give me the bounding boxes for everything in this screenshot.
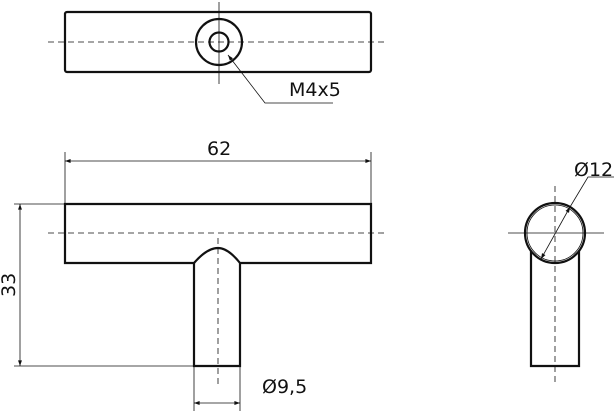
- thread-leader: [227, 54, 333, 104]
- thread-hole: [208, 31, 230, 53]
- stem-outline: [192, 263, 242, 368]
- stem-diameter-label: Ø9,5: [262, 376, 307, 398]
- bar-diameter-leader: [569, 176, 614, 208]
- bar-front-outline: [63, 202, 373, 265]
- boss-circle: [194, 17, 244, 67]
- top-view: M4x5: [48, 2, 388, 104]
- side-view: Ø12: [508, 159, 614, 385]
- height-label: 33: [0, 273, 20, 297]
- length-label: 62: [207, 138, 231, 160]
- bar-diameter-dimension-line: [540, 206, 571, 260]
- bar-diameter-label: Ø12: [574, 159, 613, 181]
- thread-label: M4x5: [289, 79, 341, 101]
- front-view: 62 33 Ø9,5: [0, 138, 388, 411]
